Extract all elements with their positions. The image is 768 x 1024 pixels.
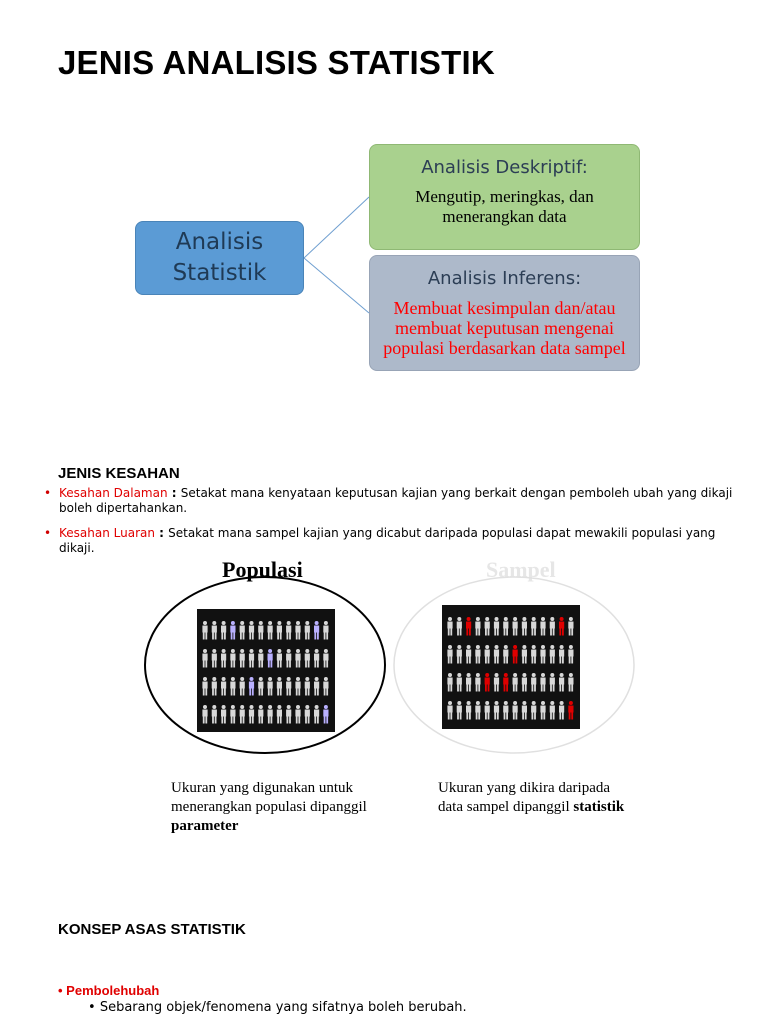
analisis-statistik-line1: Analisis	[136, 227, 303, 258]
populasi-caption: Ukuran yang digunakan untuk menerangkan …	[171, 779, 367, 836]
analisis-statistik-line2: Statistik	[136, 258, 303, 289]
deskriptif-body: Mengutip, meringkas, dan menerangkan dat…	[370, 187, 639, 227]
inferens-heading: Analisis Inferens:	[370, 268, 639, 289]
kesahan-item: • Kesahan Dalaman : Setakat mana kenyata…	[44, 486, 734, 516]
deskriptif-body-line: menerangkan data	[370, 207, 639, 227]
caption-line: Ukuran yang digunakan untuk	[171, 779, 367, 798]
caption-line: data sampel dipanggil	[438, 799, 573, 815]
konsep-heading: KONSEP ASAS STATISTIK	[58, 921, 246, 938]
konsep-sub-item: • Sebarang objek/fenomena yang sifatnya …	[88, 1000, 467, 1015]
sampel-caption: Ukuran yang dikira daripada data sampel …	[438, 779, 624, 817]
caption-line: Ukuran yang dikira daripada	[438, 779, 624, 798]
bullet-dot: •	[58, 983, 66, 998]
populasi-people-icon	[197, 609, 335, 732]
sampel-people-icon	[442, 605, 580, 729]
pembolehubah-label: Pembolehubah	[66, 983, 159, 998]
caption-bold: parameter	[171, 818, 238, 834]
kesahan-term: Kesahan Dalaman	[59, 486, 168, 500]
deskriptif-body-line: Mengutip, meringkas, dan	[370, 187, 639, 207]
konsep-sub-text: Sebarang objek/fenomena yang sifatnya bo…	[100, 1000, 467, 1015]
bullet-dot: •	[44, 486, 51, 501]
inferens-body-line: Membuat kesimpulan dan/atau	[370, 298, 639, 318]
kesahan-term: Kesahan Luaran	[59, 526, 155, 540]
pembolehubah-bullet: • Pembolehubah	[58, 983, 159, 998]
kesahan-item: • Kesahan Luaran : Setakat mana sampel k…	[44, 526, 734, 556]
deskriptif-heading: Analisis Deskriptif:	[370, 157, 639, 178]
population-ellipses	[0, 570, 768, 770]
caption-line: menerangkan populasi dipanggil	[171, 798, 367, 817]
kesahan-heading: JENIS KESAHAN	[58, 465, 180, 482]
bullet-dot: •	[44, 526, 51, 541]
inferens-body-line: membuat keputusan mengenai	[370, 318, 639, 338]
kesahan-list: • Kesahan Dalaman : Setakat mana kenyata…	[44, 486, 734, 566]
inferens-body: Membuat kesimpulan dan/atau membuat kepu…	[370, 298, 639, 358]
analisis-inferens-box: Analisis Inferens: Membuat kesimpulan da…	[369, 255, 640, 371]
caption-bold: statistik	[573, 799, 624, 815]
analisis-deskriptif-box: Analisis Deskriptif: Mengutip, meringkas…	[369, 144, 640, 250]
analisis-statistik-box: Analisis Statistik	[135, 221, 304, 295]
kesahan-sep: :	[168, 486, 181, 500]
kesahan-sep: :	[155, 526, 168, 540]
inferens-body-line: populasi berdasarkan data sampel	[370, 338, 639, 358]
